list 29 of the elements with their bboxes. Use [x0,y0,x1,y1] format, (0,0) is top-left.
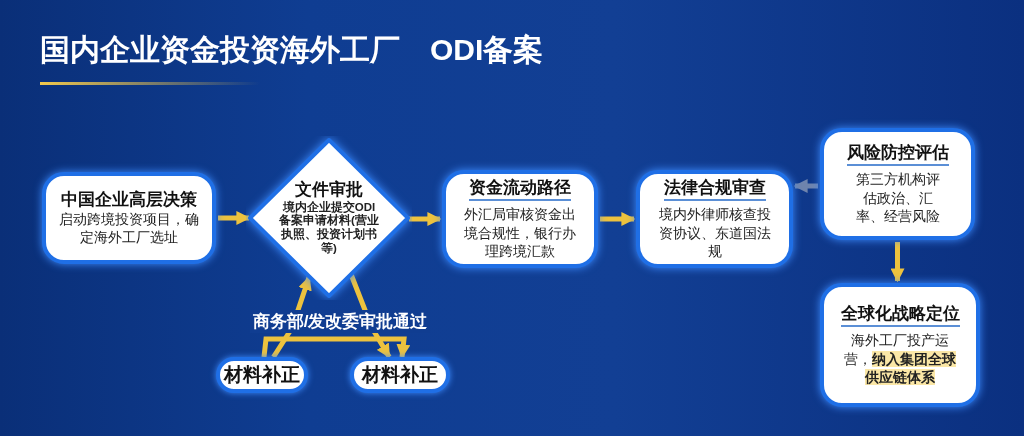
arrow [408,212,442,226]
node-description: 第三方机构评估政治、汇率、经营风险 [854,170,941,225]
node-description: 境内企业提交ODI备案申请材料(营业执照、投资计划书等) [278,200,380,256]
node-title: 风险防控评估 [846,143,949,167]
node-title: 资金流动路径 [469,178,571,202]
step-pill [216,357,308,393]
node-description: 启动跨境投资项目，确定海外工厂选址 [58,210,200,247]
node-description: 外汇局审核资金出境合规性，银行办理跨境汇款 [463,205,577,260]
node-title: 全球化战略定位 [840,304,960,328]
process-box [442,170,598,268]
node-description: 境内外律师核查投资协议、东道国法规 [657,205,772,260]
arrow [890,242,905,283]
process-box [42,172,216,264]
arrow [218,211,251,225]
node-title: 材料补正 [224,363,300,387]
decision-diamond [246,136,412,300]
arrow [600,212,636,226]
node-title: 材料补正 [362,363,438,387]
node-title: 文件审批 [295,180,363,200]
process-box [820,283,980,407]
process-box [820,128,975,240]
arrow [793,179,818,193]
arrow [261,336,411,359]
node-title: 中国企业高层决策 [61,189,197,210]
process-box [636,170,793,268]
title: 国内企业资金投资海外工厂 ODI备案 [40,32,544,68]
node-title: 法律合规审查 [663,178,766,202]
node-description: 海外工厂投产运营，纳入集团全球供应链体系 [843,331,957,386]
step-pill [350,357,450,393]
